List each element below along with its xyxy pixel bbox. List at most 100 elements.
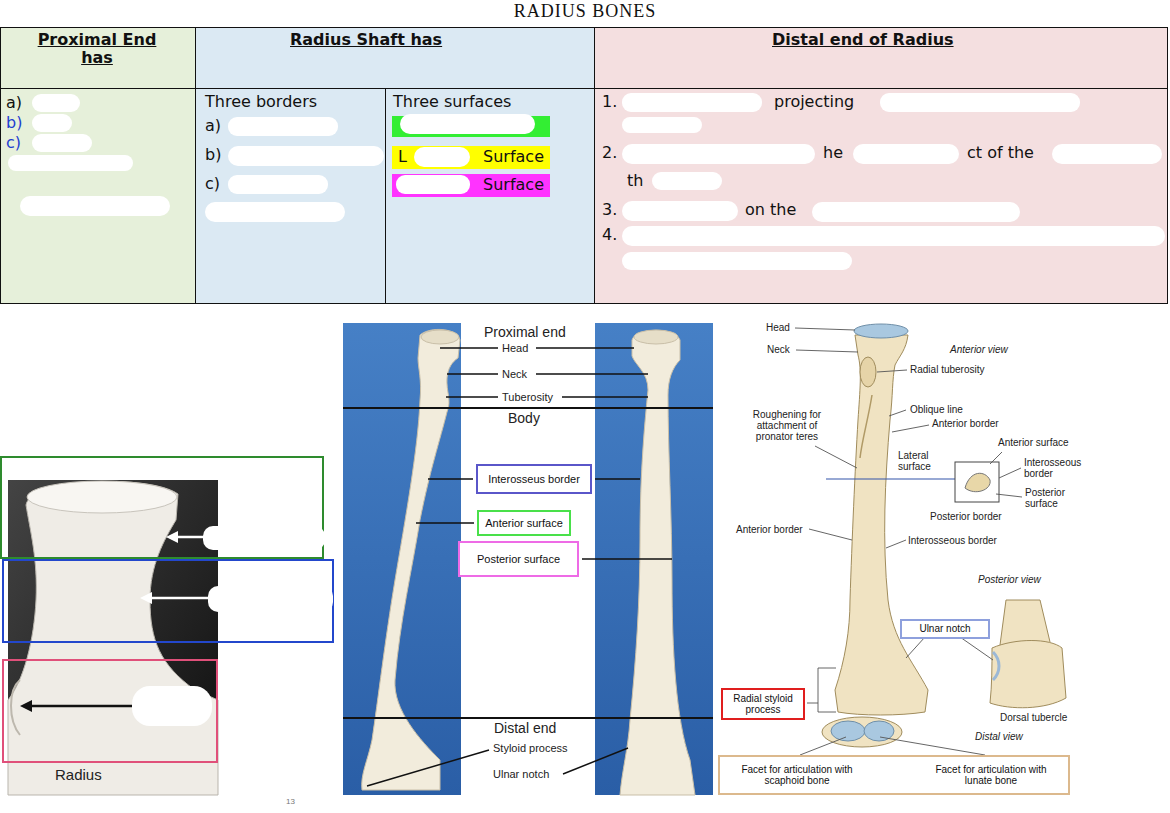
- radius-bone-posterior: [620, 330, 695, 795]
- radial-head-cap: [854, 324, 908, 338]
- leader-line: [815, 446, 857, 468]
- leader-line: [906, 637, 925, 658]
- part-label: Head: [766, 322, 790, 333]
- section-divider: [343, 717, 713, 719]
- photo-background: [8, 480, 218, 795]
- part-label: Anterior surface: [998, 437, 1069, 448]
- table-cell: Three surfacesLSurfaceSurface: [385, 88, 594, 303]
- highlight-bar: Surface: [392, 174, 550, 197]
- page-title: RADIUS BONES: [0, 1, 1170, 22]
- part-label: Lateral surface: [898, 450, 942, 472]
- part-label: Neck: [767, 344, 790, 355]
- part-label: Posterior view: [978, 574, 1041, 585]
- cell-text: Surface: [483, 148, 544, 166]
- leader-line: [796, 350, 858, 352]
- leader-line: [960, 637, 993, 660]
- green-highlight: [392, 116, 550, 137]
- redaction-blob: [208, 586, 333, 612]
- redaction-blob: [1052, 144, 1162, 164]
- pointer-arrow: [30, 705, 140, 708]
- boxed-label: Facet for articulation with lunate bone: [926, 764, 1056, 787]
- cross-section-frame: [955, 462, 999, 502]
- cell-text: b): [6, 114, 22, 132]
- cell-text: 2.: [602, 144, 617, 162]
- part-label: Posterior surface: [1025, 487, 1081, 509]
- redaction-blob: [32, 114, 72, 132]
- cell-text: on the: [745, 201, 796, 219]
- redaction-blob: [132, 686, 212, 726]
- photo-background: [343, 323, 461, 795]
- part-label: Tuberosity: [502, 391, 553, 403]
- cell-text: Proximal End has: [22, 31, 172, 68]
- redaction-blob: [414, 147, 470, 167]
- redaction-blob: [32, 94, 80, 112]
- arrow-head: [166, 531, 178, 543]
- part-label: Radial tuberosity: [910, 364, 984, 375]
- part-label: Distal end: [494, 721, 556, 736]
- cell-text: Distal end of Radius: [772, 31, 954, 49]
- header-cell: Distal end of Radius: [594, 27, 1168, 88]
- part-label: Anterior view: [950, 344, 1008, 355]
- part-label: Distal view: [975, 731, 1023, 742]
- part-label: Anterior border: [932, 418, 999, 429]
- table-rule: [0, 88, 1168, 89]
- cell-text: c): [205, 175, 220, 193]
- section-divider: [343, 407, 713, 409]
- table-rule: [385, 88, 386, 304]
- cell-text: 4.: [602, 226, 617, 244]
- leader-line: [367, 750, 489, 786]
- leader-line: [447, 373, 498, 375]
- redaction-blob: [652, 172, 722, 190]
- label-box: Posterior surface: [458, 541, 579, 577]
- part-label: Interosseous border: [908, 535, 997, 546]
- redaction-blob: [622, 226, 1165, 246]
- redaction-blob: [205, 202, 345, 222]
- leader-line: [999, 468, 1021, 478]
- redaction-blob: [396, 175, 470, 194]
- leader-line: [428, 478, 473, 480]
- radial-head-surface: [27, 481, 177, 513]
- label-box: Interosseus border: [476, 464, 592, 494]
- cell-text: ct of the: [967, 144, 1034, 162]
- label-box: Anterior surface: [477, 510, 571, 536]
- lunate-facet: [864, 721, 894, 741]
- radius-photo-bone: [8, 481, 218, 795]
- scaphoid-facet: [831, 721, 865, 741]
- leader-line: [795, 328, 855, 330]
- redaction-blob: [812, 202, 1020, 222]
- leader-line: [562, 396, 648, 398]
- boxed-label: Facet for articulation with scaphoid bon…: [732, 764, 862, 787]
- leader-line: [582, 558, 672, 560]
- section-plane: [826, 478, 955, 479]
- label-box: Radial styloid process: [721, 688, 805, 720]
- part-label: Oblique line: [910, 404, 963, 415]
- part-label: Head: [502, 342, 528, 354]
- boxed-label: Anterior surface: [485, 517, 563, 530]
- redaction-blob: [203, 526, 325, 550]
- leader-line: [880, 737, 985, 755]
- leader-line: [877, 370, 907, 372]
- table-rule: [195, 27, 196, 304]
- cell-text: Three surfaces: [393, 93, 511, 111]
- boxed-label: Posterior surface: [477, 553, 560, 566]
- boxed-label: Ulnar notch: [919, 623, 970, 635]
- radial-tuberosity: [860, 357, 876, 387]
- part-label: Interosseous border: [1024, 457, 1088, 479]
- arrow-head: [140, 592, 152, 604]
- part-label: Dorsal tubercle: [1000, 712, 1067, 723]
- label-box: Facet for articulation with scaphoid bon…: [718, 755, 1070, 795]
- radius-posterior-distal: [990, 641, 1066, 708]
- part-label: Neck: [502, 368, 527, 380]
- redaction-blob: [853, 144, 959, 164]
- leader-line: [536, 347, 634, 349]
- leader-line: [996, 494, 1022, 497]
- cell-text: Radius Shaft has: [290, 31, 442, 49]
- header-cell: Proximal End has: [0, 27, 195, 88]
- part-label: Posterior border: [930, 511, 1002, 522]
- neck-frame: [3, 560, 333, 642]
- cell-text: a): [205, 117, 221, 135]
- table-border: [1, 28, 1168, 304]
- cell-text: th: [627, 172, 643, 190]
